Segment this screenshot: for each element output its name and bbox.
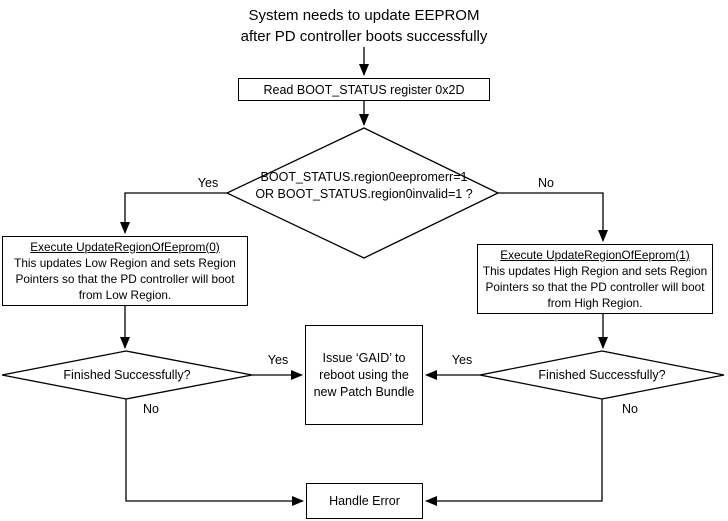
flowchart-title-line2: after PD controller boots successfully	[240, 28, 488, 45]
finished-left-diamond-shape	[1, 350, 253, 400]
edge-label-finished-left-no: No	[143, 402, 159, 416]
node-update-region-1-body: This updates High Region and sets Region…	[482, 264, 708, 310]
node-read-boot-status: Read BOOT_STATUS register 0x2D	[238, 78, 490, 101]
node-update-region-0-body: This updates Low Region and sets Region …	[14, 256, 236, 302]
decision-boot-status-diamond-shape	[225, 127, 500, 259]
node-update-region-1-title: Execute UpdateRegionOfEeprom(1)	[500, 248, 690, 262]
flowchart-title: System needs to update EEPROM after PD c…	[149, 5, 579, 47]
node-finished-left: Finished Successfully?	[63, 368, 191, 382]
node-handle-error: Handle Error	[306, 483, 423, 519]
node-update-region-0-title: Execute UpdateRegionOfEeprom(0)	[30, 240, 220, 254]
edge-label-finished-right-yes: Yes	[451, 353, 473, 367]
node-handle-error-label: Handle Error	[329, 494, 400, 508]
edge-finished-left-no	[125, 399, 304, 506]
node-update-region-0: Execute UpdateRegionOfEeprom(0) This upd…	[2, 236, 248, 306]
flowchart-title-line1: System needs to update EEPROM	[248, 7, 480, 24]
edge-decision-no	[498, 192, 608, 242]
edge-label-decision-yes: Yes	[197, 176, 219, 190]
edge-decision-yes	[120, 192, 227, 234]
node-update-region-1: Execute UpdateRegionOfEeprom(1) This upd…	[477, 244, 713, 314]
edge-label-decision-no: No	[538, 176, 554, 190]
decision-line2: OR BOOT_STATUS.region0invalid=1 ?	[255, 186, 473, 201]
edge-label-finished-right-no: No	[622, 402, 638, 416]
node-decision-boot-status: BOOT_STATUS.region0eepromerr=1 OR BOOT_S…	[229, 169, 499, 202]
edge-finished-right-no	[425, 399, 603, 506]
node-read-boot-status-label: Read BOOT_STATUS register 0x2D	[263, 82, 465, 97]
finished-right-diamond-shape	[479, 350, 725, 400]
node-issue-gaid: Issue ‘GAID’ to reboot using the new Pat…	[305, 325, 423, 425]
decision-line1: BOOT_STATUS.region0eepromerr=1	[260, 170, 468, 184]
edge-label-finished-left-yes: Yes	[267, 353, 289, 367]
node-issue-gaid-label: Issue ‘GAID’ to reboot using the new Pat…	[313, 350, 415, 399]
node-finished-right: Finished Successfully?	[538, 368, 666, 382]
